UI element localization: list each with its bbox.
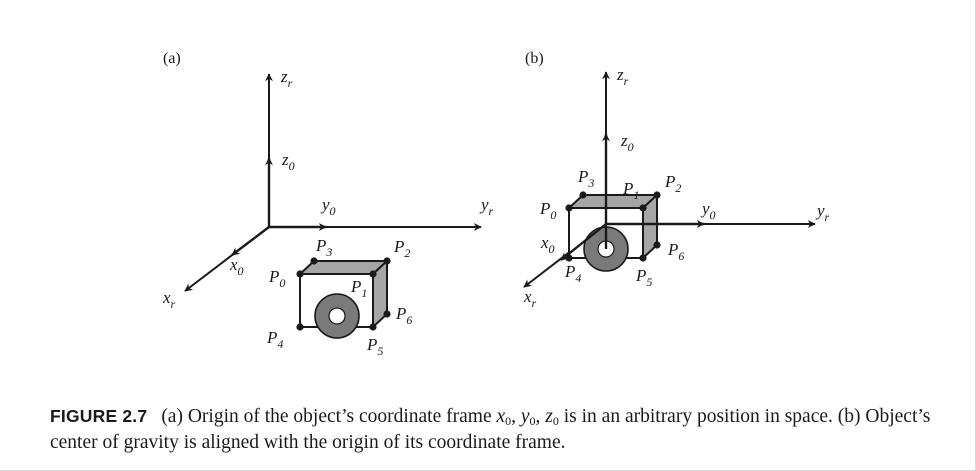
panel-a-p3-label: P3 <box>315 236 332 259</box>
panel-b-z0-label: z0 <box>620 131 634 154</box>
panel-a-vertex-p2 <box>383 257 391 265</box>
panel-b-yr-label: yr <box>815 201 830 224</box>
panel-b-p1-label: P1 <box>622 179 639 202</box>
figure-number: FIGURE 2.7 <box>50 406 148 426</box>
panel-a-yr-label: yr <box>479 195 494 218</box>
panel-a-p5-label: P5 <box>366 335 383 358</box>
panel-a-zr-label: zr <box>280 67 293 90</box>
panel-b-vertex-p3 <box>579 191 587 199</box>
caption-text-a: (a) Origin of the object’s coordinate fr… <box>161 406 497 427</box>
panel-b-y0-label: y0 <box>700 199 716 222</box>
panel-a-vertex-p1 <box>369 270 377 278</box>
panel-a-label: (a) <box>163 50 181 67</box>
panel-b-label: (b) <box>525 50 544 67</box>
panel-b-x0-axis <box>560 223 607 261</box>
panel-b-zr-label: zr <box>616 65 629 88</box>
panel-a-vertex-p5 <box>369 323 377 331</box>
figure-2-7-diagram: (a) zr z0 y0 yr x0 xr P0 P1 P2 P3 P4 P5 … <box>162 50 830 358</box>
panel-a-z0-label: z0 <box>281 150 295 173</box>
caption-y-symbol: y <box>520 406 530 427</box>
panel-a-vertex-p0 <box>296 270 304 278</box>
panel-b-p2-label: P2 <box>664 172 681 195</box>
panel-b-p4-label: P4 <box>564 262 581 285</box>
panel-a-xr-label: xr <box>162 288 176 311</box>
caption-x-symbol: x <box>496 406 506 427</box>
panel-b-vertex-p0 <box>565 204 573 212</box>
panel-b-p3-label: P3 <box>577 167 594 190</box>
panel-a-vertex-p6 <box>383 310 391 318</box>
panel-a-p4-label: P4 <box>266 328 283 351</box>
panel-a-p0-label: P0 <box>268 267 285 290</box>
panel-a-x0-label: x0 <box>229 255 244 278</box>
panel-b-vertex-p4 <box>565 254 573 262</box>
panel-a-y0-label: y0 <box>320 195 336 218</box>
panel-b-vertex-p2 <box>653 191 661 199</box>
panel-a-p6-label: P6 <box>395 304 412 327</box>
panel-a-vertex-p3 <box>310 257 318 265</box>
caption-text-b: is in an arbitrary position in space. (b… <box>50 406 931 453</box>
panel-b-p0-label: P0 <box>539 199 556 222</box>
panel-b-vertices <box>565 191 661 262</box>
caption-y-sub: 0 <box>529 414 536 428</box>
panel-b-p5-label: P5 <box>635 266 652 289</box>
figure-caption: FIGURE 2.7 (a) Origin of the object’s coo… <box>50 406 931 453</box>
panel-a-x0-axis <box>231 226 270 256</box>
caption-z-symbol: z <box>545 406 553 427</box>
panel-b-x0-label: x0 <box>540 233 555 256</box>
panel-b-vertex-p1 <box>639 204 647 212</box>
panel-a-p1-label: P1 <box>350 277 367 300</box>
panel-a-vertex-p4 <box>296 323 304 331</box>
panel-b-vertex-p6 <box>653 241 661 249</box>
caption-z-sub: 0 <box>552 414 559 428</box>
panel-a-object-box <box>297 258 390 339</box>
panel-a-object-hole <box>328 307 346 325</box>
caption-x-sub: 0 <box>505 414 512 428</box>
panel-b-xr-label: xr <box>523 287 537 310</box>
panel-b-vertex-p5 <box>639 254 647 262</box>
panel-a-vertices <box>296 257 391 331</box>
panel-b-p6-label: P6 <box>667 240 684 263</box>
panel-a-p2-label: P2 <box>393 237 410 260</box>
